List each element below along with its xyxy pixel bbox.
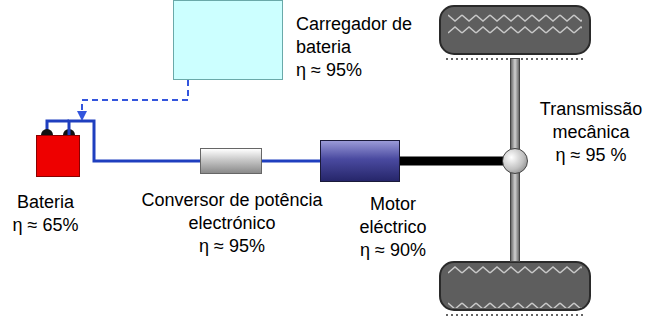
node-label: Motor eléctricoη ≈ 90% [343, 193, 443, 262]
transmission-axle: Transmissão mecânicaη ≈ 95 % [505, 58, 525, 262]
differential-joint [502, 148, 528, 174]
component-name: Motor eléctrico [343, 193, 443, 239]
top-wheel [440, 6, 590, 59]
component-name: Carregador de bateria [296, 13, 414, 59]
efficiency-value: η ≈ 95% [296, 59, 414, 82]
efficiency-value: η ≈ 95% [132, 235, 332, 258]
node-label: Conversor de potência electrónicoη ≈ 95% [132, 189, 332, 258]
drive-shaft [400, 157, 505, 166]
charger-box: Carregador de bateriaη ≈ 95% [173, 0, 283, 80]
power-wire [262, 160, 320, 163]
converter-box: Conversor de potência electrónicoη ≈ 95% [200, 148, 262, 174]
node-label: Transmissão mecânicaη ≈ 95 % [535, 98, 647, 167]
efficiency-value: η ≈ 95 % [535, 144, 647, 167]
terminal-wire [47, 121, 69, 131]
bottom-wheel [440, 262, 590, 315]
node-label: Carregador de bateriaη ≈ 95% [296, 13, 414, 82]
power-wire [69, 121, 200, 161]
motor-box: Motor eléctricoη ≈ 90% [320, 140, 400, 182]
efficiency-value: η ≈ 90% [343, 239, 443, 262]
component-name: Bateria [3, 191, 88, 214]
component-name: Transmissão mecânica [535, 98, 647, 144]
efficiency-value: η ≈ 65% [3, 214, 88, 237]
charging-link [82, 80, 188, 119]
component-name: Conversor de potência electrónico [132, 189, 332, 235]
battery-box: Bateriaη ≈ 65% [36, 135, 80, 177]
node-label: Bateriaη ≈ 65% [3, 191, 88, 237]
